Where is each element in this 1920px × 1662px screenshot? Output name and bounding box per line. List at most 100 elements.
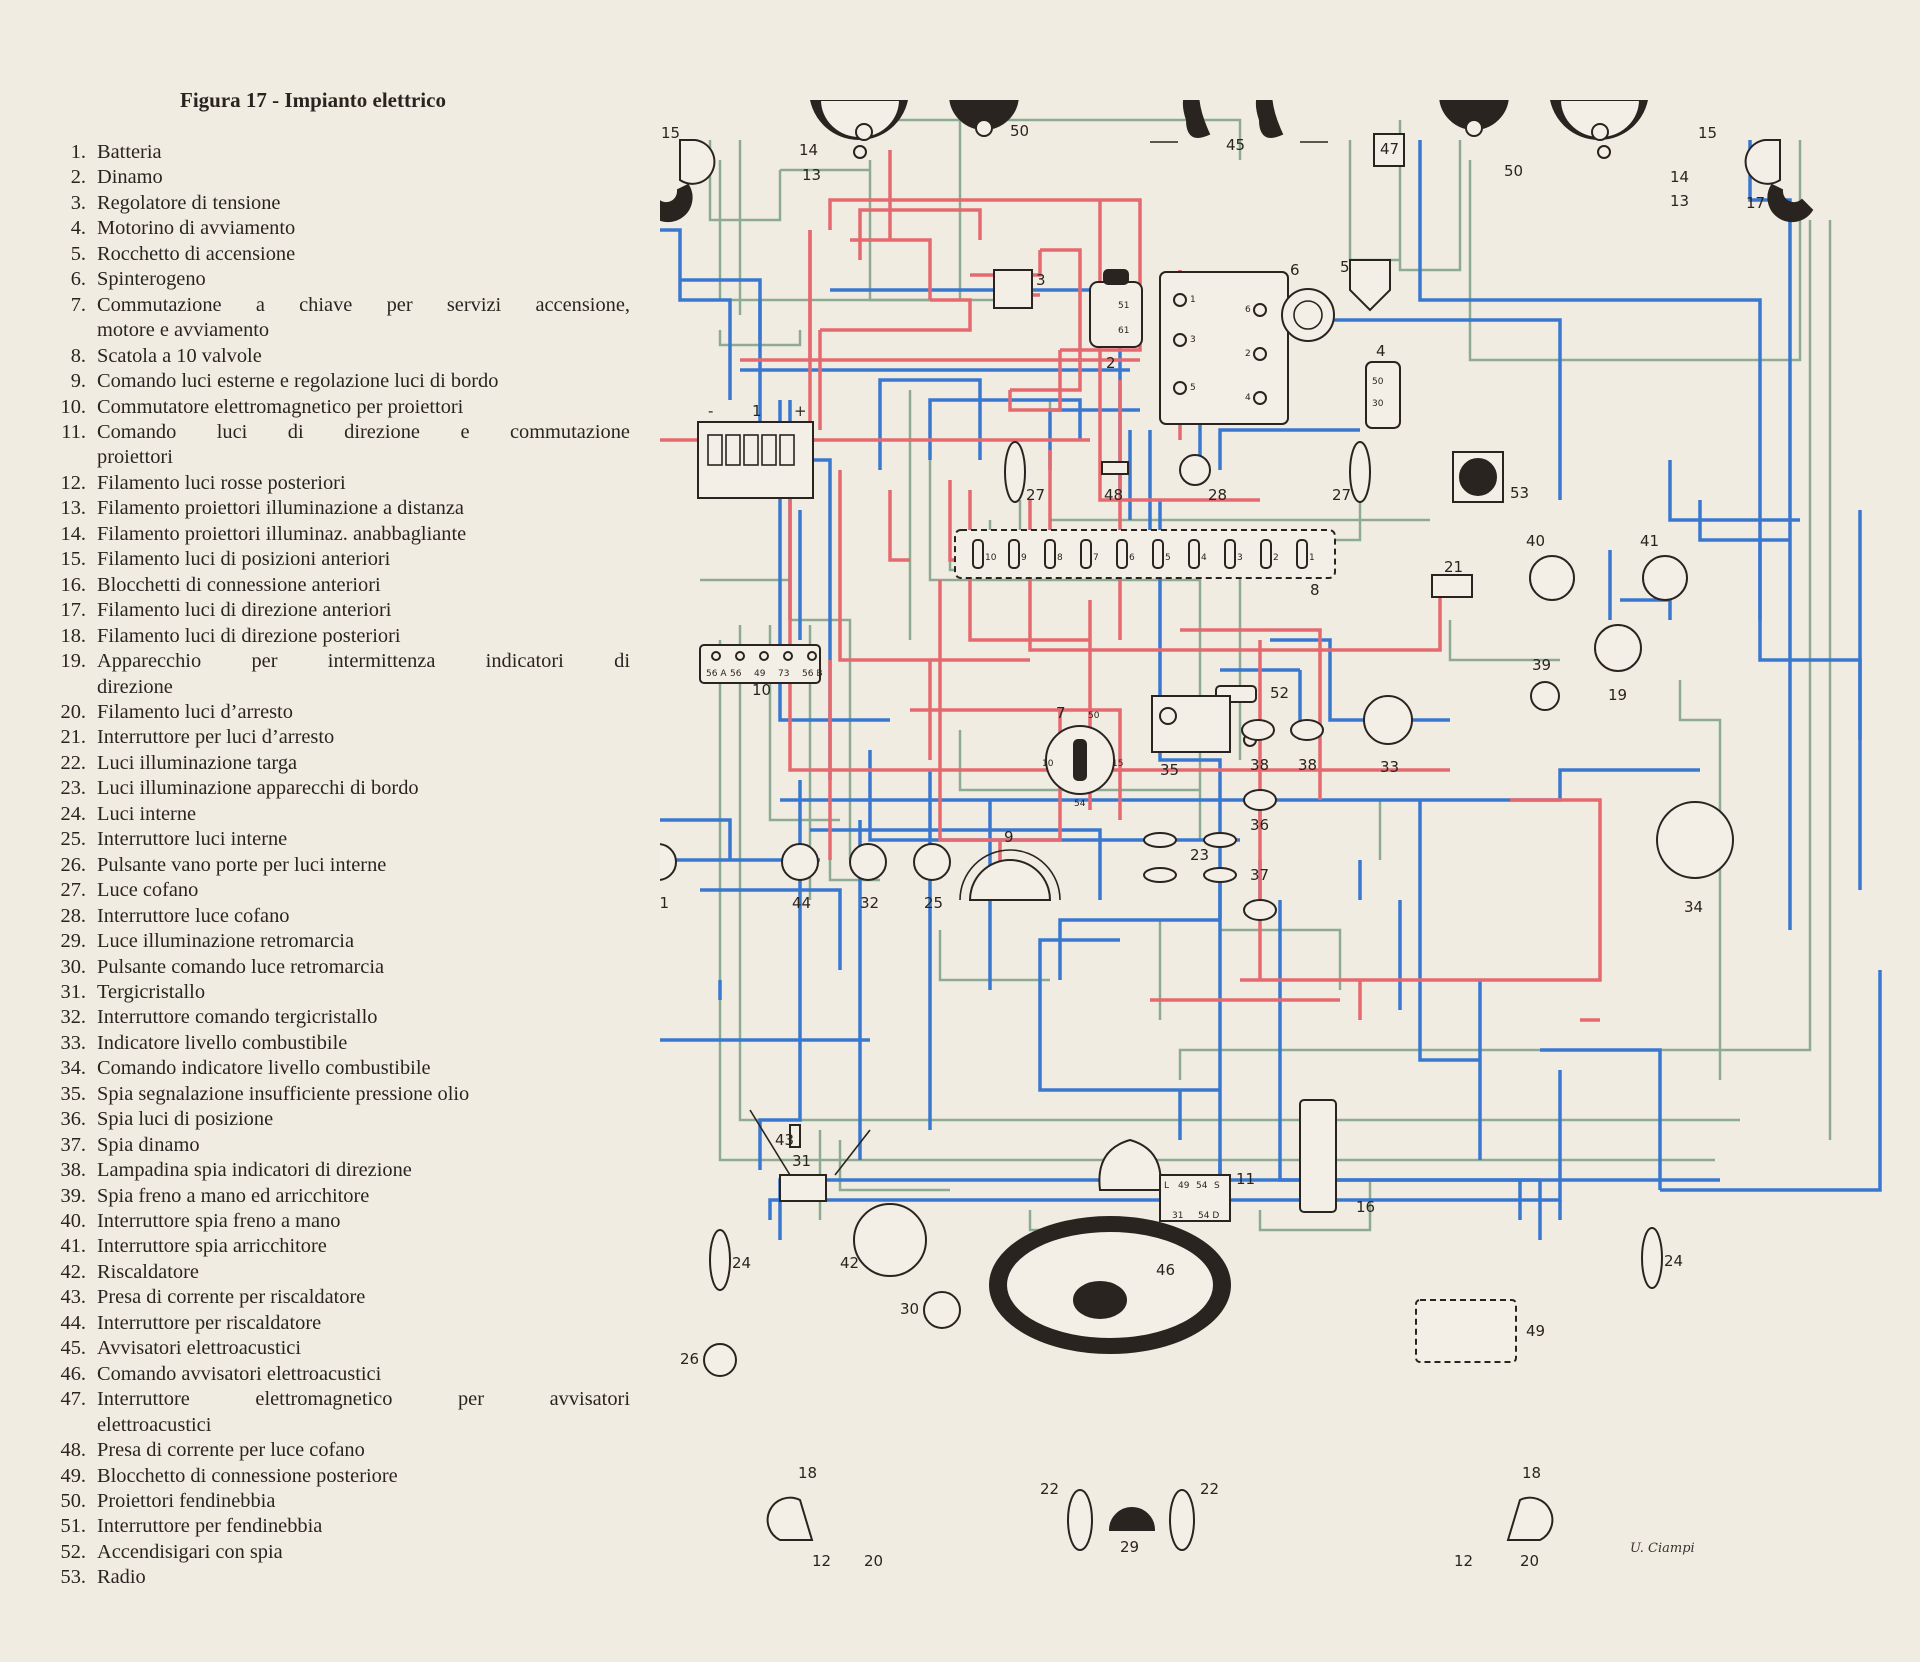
- legend-text: Luce illuminazione retromarcia: [97, 930, 355, 953]
- sw-L: L: [1164, 1181, 1169, 1191]
- legend-continuation: elettroacustici: [97, 1413, 212, 1436]
- legend-number: 23.: [60, 777, 87, 800]
- right-fog-lamp: 50: [1439, 100, 1523, 180]
- label-23: 23: [1190, 846, 1209, 864]
- interior-lamp-right: 24: [1641, 1227, 1683, 1289]
- stop-switch: 21: [1431, 558, 1473, 598]
- label-18-left: 18: [798, 1464, 817, 1482]
- legend-number: 8.: [70, 344, 86, 367]
- legend-item: 49.Blocchetto di connessione posteriore: [40, 1464, 630, 1489]
- label-9: 9: [1004, 828, 1014, 846]
- label-3: 3: [1036, 271, 1046, 289]
- label-16: 16: [1356, 1198, 1375, 1216]
- choke-switch: 41: [1640, 532, 1688, 601]
- label-35: 35: [1160, 761, 1179, 779]
- relay-terminal: [735, 651, 745, 661]
- label-21: 21: [1444, 558, 1463, 576]
- legend-number: 39.: [60, 1184, 87, 1207]
- legend-text: Indicatore livello combustibile: [97, 1031, 348, 1054]
- light-switch: 9: [959, 828, 1061, 901]
- plate-lamp-left: 22: [1040, 1480, 1093, 1551]
- legend-item: 4.Motorino di avviamento: [40, 216, 630, 241]
- label-1: 1: [752, 402, 762, 420]
- battery: - 1 +: [697, 402, 814, 499]
- legend-text: Interruttore spia freno a mano: [97, 1210, 341, 1233]
- ignition-switch: 7 50 10 15 54: [1042, 704, 1123, 809]
- legend-number: 7.: [70, 293, 86, 316]
- interior-lamp-left: 24: [709, 1229, 751, 1291]
- legend-number: 46.: [60, 1362, 87, 1385]
- legend-item: 7.Commutazione a chiave per servizi acce…: [40, 293, 630, 318]
- battery-plus: +: [794, 402, 807, 420]
- battery-minus: -: [708, 402, 713, 420]
- label-ign-54: 54: [1074, 799, 1086, 809]
- legend-item: 9.Comando luci esterne e regolazione luc…: [40, 369, 630, 394]
- label-44: 44: [792, 894, 811, 912]
- legend-number: 37.: [60, 1133, 87, 1156]
- legend-number: 28.: [60, 904, 87, 927]
- legend-item: 2.Dinamo: [40, 165, 630, 190]
- fuse: [1224, 539, 1236, 569]
- label-50-left: 50: [1010, 122, 1029, 140]
- fuel-gauge: 33: [1363, 695, 1413, 776]
- plate-lamp-right: 22: [1169, 1480, 1219, 1551]
- label-20-left: 20: [864, 1552, 883, 1570]
- legend-number: 27.: [60, 879, 87, 902]
- fuse: [972, 539, 984, 569]
- legend-item: 32.Interruttore comando tergicristallo: [40, 1005, 630, 1030]
- legend-text: Accendisigari con spia: [97, 1540, 283, 1563]
- label-18-right: 18: [1522, 1464, 1541, 1482]
- legend-item: 53.Radio: [40, 1565, 630, 1590]
- legend-text: Luci interne: [97, 802, 197, 825]
- legend-text: Apparecchio per intermittenza indicatori…: [97, 650, 630, 673]
- label-22-left: 22: [1040, 1480, 1059, 1498]
- instrument-lights: 23: [1143, 832, 1237, 883]
- label-42: 42: [840, 1254, 859, 1272]
- label-38a: 38: [1250, 756, 1269, 774]
- legend-continuation: motore e avviamento: [97, 319, 270, 342]
- label-41: 41: [1640, 532, 1659, 550]
- label-31: 31: [792, 1152, 811, 1170]
- legend-item: 43.Presa di corrente per riscaldatore: [40, 1285, 630, 1310]
- starter-motor: 50 30 4: [1365, 342, 1401, 429]
- label-13-right: 13: [1670, 192, 1689, 210]
- label-13-left: 13: [802, 166, 821, 184]
- warning-lamp-39: 39: [1530, 656, 1560, 711]
- legend-number: 44.: [60, 1311, 87, 1334]
- relay-terminal-label: 56 B: [802, 669, 823, 679]
- legend-number: 13.: [60, 497, 87, 520]
- legend-number: 1.: [70, 141, 86, 163]
- voltage-regulator: 3: [993, 269, 1046, 309]
- label-43: 43: [775, 1131, 794, 1149]
- legend-item: 39.Spia freno a mano ed arricchitore: [40, 1184, 630, 1209]
- legend-item: 14.Filamento proiettori illuminaz. anabb…: [40, 522, 630, 547]
- legend-text: Regolatore di tensione: [97, 191, 281, 214]
- legend-number: 20.: [60, 700, 87, 723]
- heater-switch: 44: [781, 843, 819, 912]
- legend-number: 51.: [60, 1515, 87, 1538]
- relay-terminal-label: 56: [730, 669, 742, 679]
- legend-text: Pulsante comando luce retromarcia: [97, 955, 385, 978]
- interior-light-switch: 25: [913, 843, 951, 912]
- rear-left-lamp: 18 12 20: [766, 1464, 883, 1570]
- bonnet-lamp-right: 27: [1332, 441, 1371, 504]
- front-connection-block: 16: [1299, 1099, 1375, 1216]
- label-50-right: 50: [1504, 162, 1523, 180]
- legend-item: 48.Presa di corrente per luce cofano: [40, 1438, 630, 1463]
- legend-number: 24.: [60, 802, 87, 825]
- relay-terminal-label: 73: [778, 669, 789, 679]
- horn-relay: 47: [1373, 133, 1405, 167]
- label-32: 32: [860, 894, 879, 912]
- legend-number: 35.: [60, 1082, 87, 1105]
- legend-item: 50.Proiettori fendinebbia: [40, 1489, 630, 1514]
- legend-item: 36.Spia luci di posizione: [40, 1107, 630, 1132]
- legend-text: Comando luci esterne e regolazione luci …: [97, 370, 499, 393]
- label-12-right: 12: [1454, 1552, 1473, 1570]
- wiring-diagram: 17 15 14 13 50 45 47 50 14 13: [660, 100, 1882, 1570]
- legend-item: 11.Comando luci di direzione e commutazi…: [40, 420, 630, 445]
- fuse-number: 6: [1129, 553, 1135, 563]
- legend-text: Luce cofano: [97, 879, 199, 902]
- legend-text: Interruttore luci interne: [97, 828, 288, 851]
- legend-item: 41.Interruttore spia arricchitore: [40, 1234, 630, 1259]
- label-53: 53: [1510, 484, 1529, 502]
